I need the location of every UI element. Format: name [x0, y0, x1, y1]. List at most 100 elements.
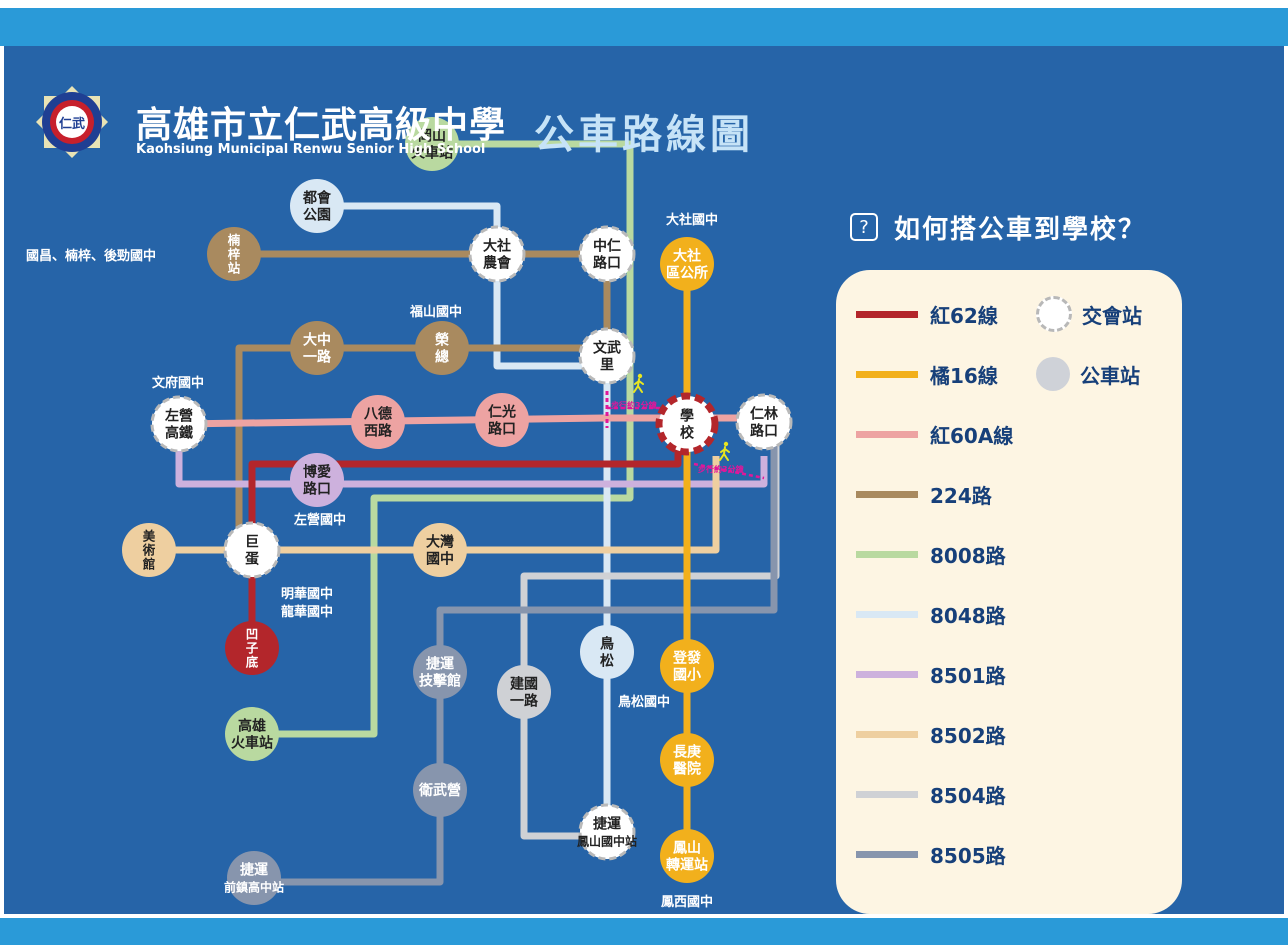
- stop-marker: [122, 523, 176, 577]
- station-label: 學: [680, 409, 694, 425]
- station-label: 松: [600, 653, 614, 670]
- legend-item: 224路: [856, 479, 992, 509]
- station-label: 大社: [483, 238, 511, 255]
- station-label: 仁林: [750, 406, 778, 423]
- legend-label: 紅62線: [930, 303, 998, 328]
- header: 仁武 高雄市立仁武高級中學 Kaohsiung Municipal Renwu …: [34, 84, 794, 176]
- stop-marker: [225, 707, 279, 761]
- station-label: 國小: [673, 668, 701, 684]
- station-label: 文武: [593, 340, 621, 357]
- station-label: 術: [142, 543, 156, 558]
- legend-label: 橘16線: [930, 363, 998, 388]
- station-label: 鳳山國中站: [577, 834, 637, 849]
- logo-emblem: 仁武: [59, 116, 85, 132]
- junction-marker: [655, 392, 719, 456]
- stop-marker: [497, 665, 551, 719]
- station-label: 路口: [593, 255, 621, 272]
- legend-swatch: [856, 370, 918, 378]
- school-name: 高雄市立仁武高級中學: [136, 105, 507, 146]
- stop-marker: [351, 395, 405, 449]
- junction-marker: [468, 225, 526, 283]
- walker-icon: [633, 373, 644, 393]
- legend-label: 紅60A線: [930, 423, 1014, 448]
- legend-item: 紅60A線: [856, 419, 1013, 449]
- legend-label: 8504路: [930, 783, 1006, 808]
- place-label-wenfu: 文府國中: [152, 375, 204, 391]
- station-label: 區公所: [666, 265, 708, 282]
- junction-marker: [578, 327, 636, 385]
- station-label: 路口: [488, 421, 516, 438]
- walk-paths: 步行約3分鐘 步行約3分鐘: [605, 373, 765, 480]
- station-label: 捷運: [426, 656, 455, 673]
- station-label: 都會: [302, 190, 332, 207]
- route-line-6: [175, 424, 768, 488]
- stop-marker: [290, 321, 344, 375]
- place-label-dashe_jh: 大社國中: [666, 212, 718, 228]
- howto-text: 如何搭公車到學校？: [894, 214, 1147, 245]
- stop-marker: [413, 523, 467, 577]
- station-label: 里: [600, 358, 614, 374]
- station-label: 高鐵: [165, 425, 193, 442]
- route-map: 步行約3分鐘 步行約3分鐘 岡山火車站都會公園楠梓站大社農會中仁路口大社區公所大…: [26, 117, 793, 910]
- station-label: 路口: [303, 481, 331, 498]
- station-label: 火車站: [411, 145, 453, 162]
- station-label: 技擊館: [419, 673, 461, 690]
- station-label: 路口: [750, 423, 778, 440]
- place-label-minghua: 明華國中: [281, 586, 333, 602]
- stop-marker: [415, 321, 469, 375]
- station-label: 登發: [672, 650, 702, 667]
- place-label-fushan: 福山國中: [409, 304, 462, 320]
- station-label: 轉運站: [666, 857, 708, 874]
- legend-swatch: [856, 490, 918, 498]
- station-label: 底: [246, 655, 259, 670]
- route-line-9: [254, 426, 778, 886]
- legend-item: 8048路: [856, 599, 1006, 629]
- walk-path-renlin: [693, 462, 765, 480]
- station-school: 學校: [655, 392, 719, 456]
- legend-swatch: [856, 850, 918, 858]
- stop-marker: [660, 733, 714, 787]
- school-name-english: Kaohsiung Municipal Renwu Senior High Sc…: [136, 142, 486, 157]
- junction-marker: [578, 803, 636, 861]
- station-label: 高雄: [238, 718, 266, 735]
- station-label: 捷運: [240, 862, 269, 879]
- walker-icon: [719, 441, 730, 461]
- junction-marker: [735, 393, 793, 451]
- station-label: 凹: [246, 627, 259, 642]
- legend-panel: 紅62線 橘16線 紅60A線 224路 8008路 8048路 8501路 8…: [836, 270, 1182, 914]
- place-label-guochang: 國昌、楠梓、後勁國中: [26, 248, 156, 264]
- stop-marker: [290, 453, 344, 507]
- stop-marker: [290, 179, 344, 233]
- school-logo: 仁武: [36, 86, 108, 158]
- station-judan: 巨蛋: [223, 521, 281, 579]
- station-label: 衛武營: [418, 782, 461, 799]
- stations: 岡山火車站都會公園楠梓站大社農會中仁路口大社區公所大中一路榮總文武里左營高鐵八德…: [122, 117, 793, 905]
- howto-heading: ? 如何搭公車到學校？: [850, 209, 1146, 245]
- junction-marker: [223, 521, 281, 579]
- stop-marker: [227, 851, 281, 905]
- station-label: 醫院: [673, 761, 701, 778]
- station-label: 梓: [228, 247, 241, 262]
- legend-item: 紅62線: [856, 299, 998, 329]
- station-label: 西路: [364, 423, 393, 440]
- walk-note-wenwuli: 步行約3分鐘: [611, 400, 657, 410]
- stop-marker: [660, 639, 714, 693]
- legend-item: 8502路: [856, 719, 1006, 749]
- station-label: 中仁: [593, 238, 621, 255]
- place-label-zuoying_jh: 左營國中: [294, 512, 346, 528]
- station-label: 八德: [363, 406, 392, 423]
- map-title: 公車路線圖: [534, 112, 754, 158]
- legend-label: 224路: [930, 483, 992, 508]
- stop-symbol-icon: [1036, 357, 1070, 391]
- stop-marker: [405, 117, 459, 171]
- stop-marker: [413, 763, 467, 817]
